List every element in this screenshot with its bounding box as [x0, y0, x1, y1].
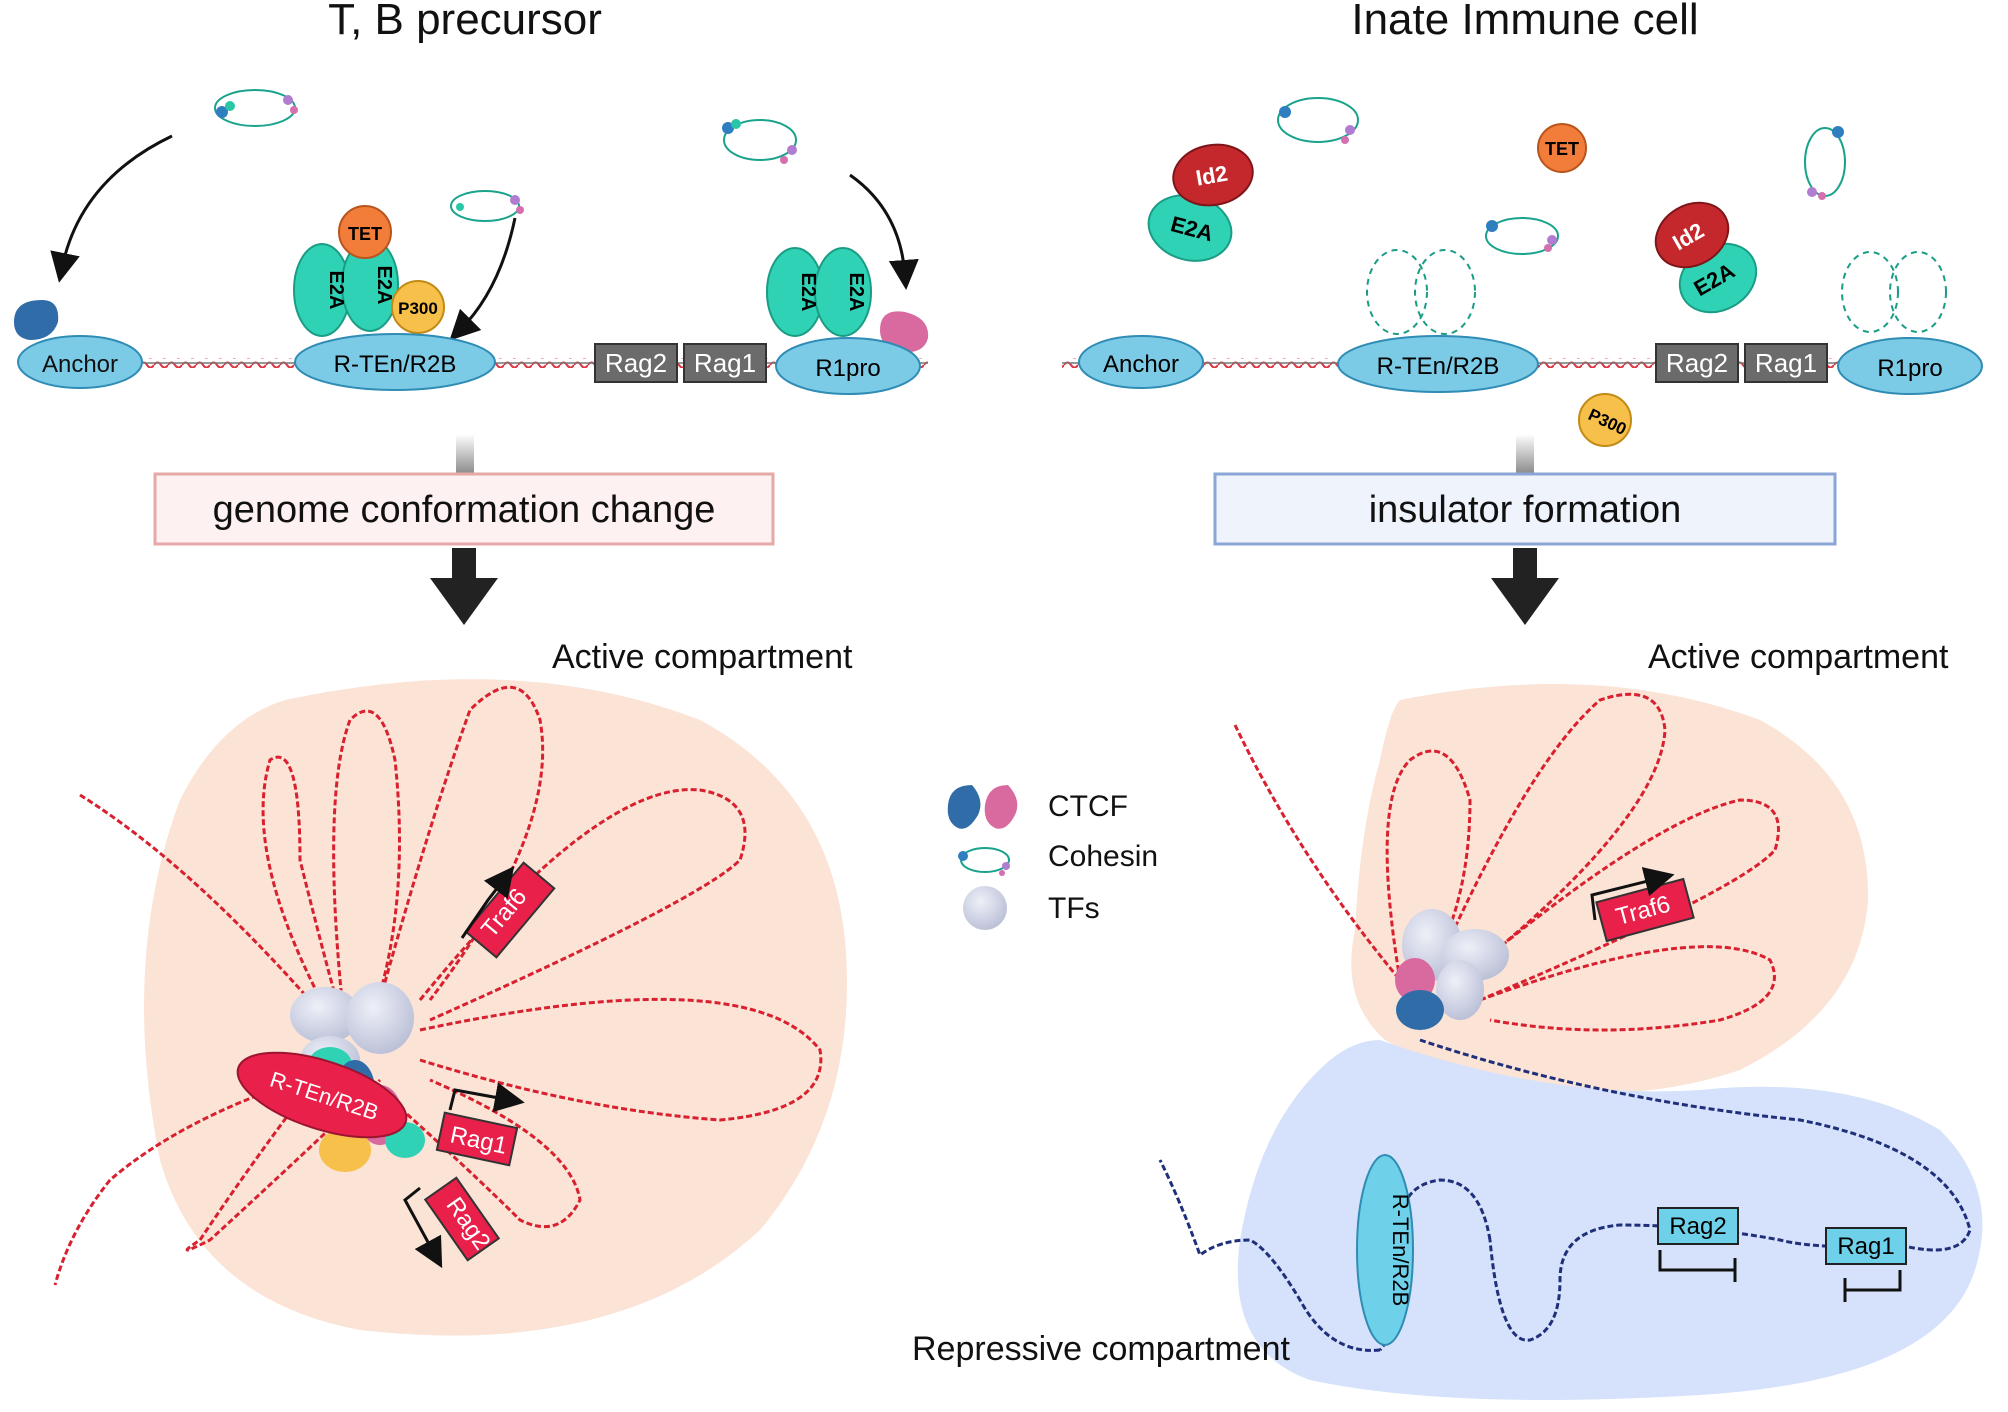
left-connector — [456, 434, 474, 474]
left-traf6-tss-arrow — [460, 866, 515, 939]
right-r1pro — [1837, 337, 1983, 395]
left-e2a-2-label: E2A — [373, 266, 395, 305]
right-id2-2 — [1654, 201, 1730, 269]
left-rag2-gene — [594, 343, 678, 383]
left-r1pro-e2a-2 — [814, 247, 872, 337]
cohesin-icon — [214, 89, 298, 127]
ctcf-icon — [14, 300, 59, 340]
right-rag1-repressed-mark — [1843, 1270, 1902, 1302]
legend-tfs-label: TFs — [1048, 892, 1100, 925]
left-e2a-1-label: E2A — [325, 271, 347, 310]
left-active-label: Active compartment — [552, 638, 853, 676]
left-active-compartment — [144, 679, 847, 1336]
right-process-box — [1213, 472, 1837, 546]
right-loop-rten-label: R-TEn/R2B — [1388, 1194, 1413, 1306]
legend: CTCF Cohesin TFs — [947, 785, 1158, 930]
left-loop-rag2-gene — [423, 1176, 501, 1262]
right-r1pro-label: R1pro — [1877, 355, 1942, 382]
cohesin-icon — [722, 119, 797, 164]
left-r1pro-e2a-1-label: E2A — [797, 273, 819, 312]
legend-cohesin-label: Cohesin — [1048, 840, 1158, 873]
right-id2-1-label: Id2 — [1194, 161, 1230, 191]
right-tet-label: TET — [1545, 139, 1579, 159]
left-rag1-tss-arrow — [448, 1082, 525, 1113]
left-p300-label: P300 — [398, 299, 438, 318]
ctcf-icon — [880, 311, 929, 353]
right-active-chromatin — [1233, 692, 1780, 1032]
right-rag1-gene — [1744, 343, 1828, 383]
legend-tf-icon — [963, 886, 1007, 930]
left-rag2-tss-arrow — [403, 1186, 443, 1269]
right-rag1-label: Rag1 — [1755, 348, 1817, 378]
left-tet — [338, 205, 392, 259]
right-title: Inate Immune cell — [1351, 0, 1698, 44]
right-repressive-label: Repressive compartment — [912, 1330, 1290, 1368]
left-rag2-label: Rag2 — [605, 348, 667, 378]
left-tet-label: TET — [348, 224, 382, 244]
left-process-box — [153, 472, 775, 546]
legend-ctcf-label: CTCF — [1048, 790, 1128, 823]
right-rag2-repressed-mark — [1658, 1250, 1737, 1282]
left-down-arrow — [430, 548, 498, 625]
left-title: T, B precursor — [328, 0, 602, 44]
right-active-label: Active compartment — [1648, 638, 1949, 676]
cohesin-icon — [1804, 126, 1846, 200]
right-traf6-tss-arrow — [1590, 867, 1675, 921]
legend-ctcf-blue-icon — [947, 785, 981, 829]
cohesin-icon — [1485, 217, 1559, 255]
right-connector — [1516, 434, 1534, 474]
right-rten — [1337, 335, 1539, 393]
right-anchor-label: Anchor — [1103, 351, 1179, 378]
right-loop-rag1-label: Rag1 — [1837, 1233, 1894, 1260]
right-tf-cluster — [1395, 909, 1509, 1030]
right-loop-rag1-gene — [1825, 1227, 1907, 1265]
left-rten-label: R-TEn/R2B — [334, 351, 457, 378]
cohesin-icon — [1277, 97, 1359, 144]
right-tet — [1537, 123, 1587, 173]
left-rten — [294, 333, 496, 391]
left-arrow-r1pro — [849, 173, 919, 290]
right-anchor — [1078, 335, 1204, 389]
right-loop-rag2-label: Rag2 — [1669, 1213, 1726, 1240]
left-loop-rag1-gene — [435, 1111, 519, 1167]
left-anchor — [17, 335, 143, 389]
right-rten-label: R-TEn/R2B — [1377, 353, 1500, 380]
left-rag1-label: Rag1 — [694, 348, 756, 378]
right-rag2-gene — [1655, 343, 1739, 383]
left-r1pro-e2a-2-label: E2A — [845, 273, 867, 312]
left-loop-rten — [236, 1051, 408, 1139]
left-r1pro — [775, 337, 921, 395]
left-arrow-anchor — [50, 134, 173, 283]
left-anchor-label: Anchor — [42, 351, 118, 378]
left-p300 — [391, 280, 445, 334]
right-p300 — [1578, 393, 1632, 447]
left-arrow-rten — [449, 217, 517, 341]
right-repressive-compartment — [1237, 1040, 1983, 1400]
right-loop-rag2-gene — [1657, 1207, 1739, 1245]
left-r1pro-label: R1pro — [815, 355, 880, 382]
right-id2-1 — [1172, 143, 1254, 207]
cohesin-icon — [450, 190, 524, 222]
right-rag2-label: Rag2 — [1666, 348, 1728, 378]
legend-ctcf-pink-icon — [984, 785, 1018, 829]
right-empty-tf-sites — [1366, 249, 1947, 335]
right-down-arrow — [1491, 548, 1559, 625]
legend-cohesin-icon — [958, 847, 1010, 876]
left-rag1-gene — [683, 343, 767, 383]
right-loop-rten — [1356, 1154, 1414, 1346]
right-process-label: insulator formation — [1369, 489, 1682, 531]
left-process-label: genome conformation change — [213, 489, 716, 531]
right-active-compartment — [1351, 684, 1869, 1093]
